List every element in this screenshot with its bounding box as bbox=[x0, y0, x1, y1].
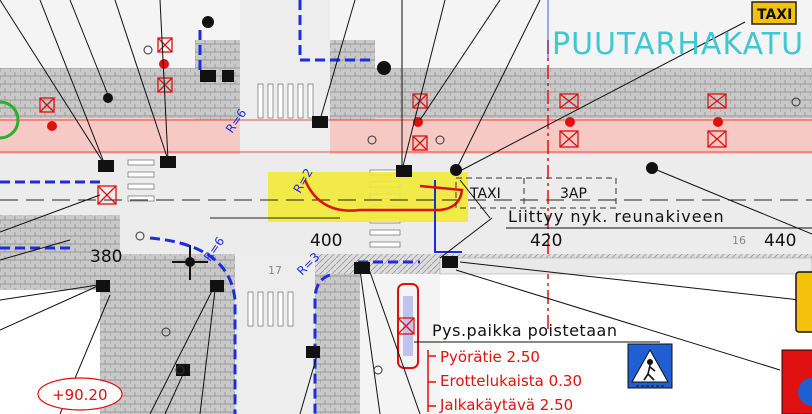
south-side-street bbox=[235, 254, 315, 414]
elevation-marker bbox=[37, 377, 123, 411]
curb-note: Liittyy nyk. reunakiveen bbox=[508, 207, 725, 226]
street-light-sw bbox=[172, 245, 208, 280]
parking-bay-outline bbox=[455, 177, 617, 209]
separator-width: Erottelukaista 0.30 bbox=[440, 372, 582, 390]
cycle-path-width: Pyörätie 2.50 bbox=[440, 348, 540, 366]
red-rework-outline bbox=[303, 179, 464, 212]
station-380: 380 bbox=[90, 247, 122, 267]
red-dots bbox=[47, 59, 723, 131]
removed-parking-fill bbox=[403, 296, 413, 356]
south-west-paving bbox=[120, 254, 235, 414]
south-east-paving bbox=[315, 274, 360, 414]
pedestrian-crossing-sign-icon bbox=[627, 343, 673, 389]
faint-number-17: 17 bbox=[268, 264, 282, 277]
south-east-area bbox=[440, 274, 812, 414]
blue-curb-east bbox=[434, 180, 462, 253]
parking-ap-label: 3AP bbox=[560, 186, 587, 202]
station-400: 400 bbox=[310, 231, 342, 251]
tree-marker bbox=[0, 100, 20, 140]
sidewalk-width: Jalkakäytävä 2.50 bbox=[439, 396, 573, 414]
faint-number-16: 16 bbox=[732, 234, 746, 247]
crosswalk-south bbox=[247, 291, 294, 327]
taxi-sign bbox=[751, 1, 797, 25]
crosswalk-west bbox=[127, 159, 155, 202]
elevation-label: +90.20 bbox=[52, 386, 108, 404]
parking-taxi-label: TAXI bbox=[469, 186, 501, 202]
removal-marks bbox=[39, 37, 727, 335]
cycle-path-north bbox=[0, 118, 812, 154]
station-440: 440 bbox=[764, 231, 796, 251]
station-420: 420 bbox=[530, 231, 562, 251]
taxi-sign-label: TAXI bbox=[757, 7, 792, 23]
sign-posts bbox=[96, 16, 658, 376]
street-name-title: PUUTARHAKATU bbox=[552, 27, 804, 62]
crosswalk-north bbox=[257, 83, 314, 119]
north-street-sidewalk-e bbox=[330, 40, 375, 120]
north-sidewalk bbox=[0, 68, 812, 118]
blue-curb-lines bbox=[0, 0, 420, 414]
warning-sign-icon bbox=[795, 271, 812, 333]
no-parking-sign-icon bbox=[781, 349, 812, 414]
north-side-street bbox=[240, 0, 330, 154]
small-circle-markers bbox=[135, 45, 801, 375]
parking-removed-note: Pys.paikka poistetaan bbox=[432, 321, 617, 340]
